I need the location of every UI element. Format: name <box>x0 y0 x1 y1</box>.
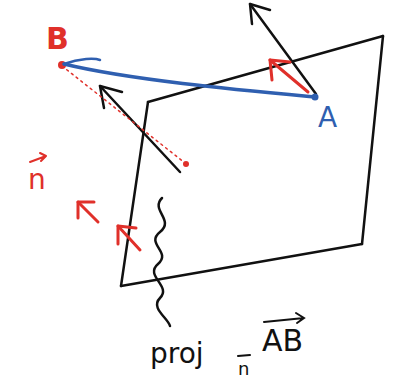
subscript-label: n <box>238 360 249 378</box>
overbar <box>238 355 250 356</box>
foot-point <box>183 161 189 167</box>
point-label: A <box>318 104 337 132</box>
arrow-head <box>64 59 100 64</box>
arrow-head <box>270 60 290 80</box>
normal-line <box>250 4 316 94</box>
vector-arrow <box>30 153 46 162</box>
vector-label: n <box>28 166 46 194</box>
vector-ab <box>64 64 315 97</box>
arrow-head <box>250 4 270 24</box>
arrow-head <box>78 202 94 218</box>
arrow-head <box>118 226 136 244</box>
vector-label: AB <box>262 326 303 356</box>
normal-arrow <box>78 202 98 222</box>
normal-arrow <box>270 60 308 92</box>
projection-vector <box>100 86 180 172</box>
plane-edge <box>362 36 383 244</box>
normal-arrow <box>118 226 140 250</box>
point-label: B <box>46 24 69 54</box>
vector-arrow <box>264 313 304 323</box>
projection-label: proj <box>150 340 204 368</box>
plane-edge <box>121 102 148 286</box>
leader-line <box>154 198 170 326</box>
